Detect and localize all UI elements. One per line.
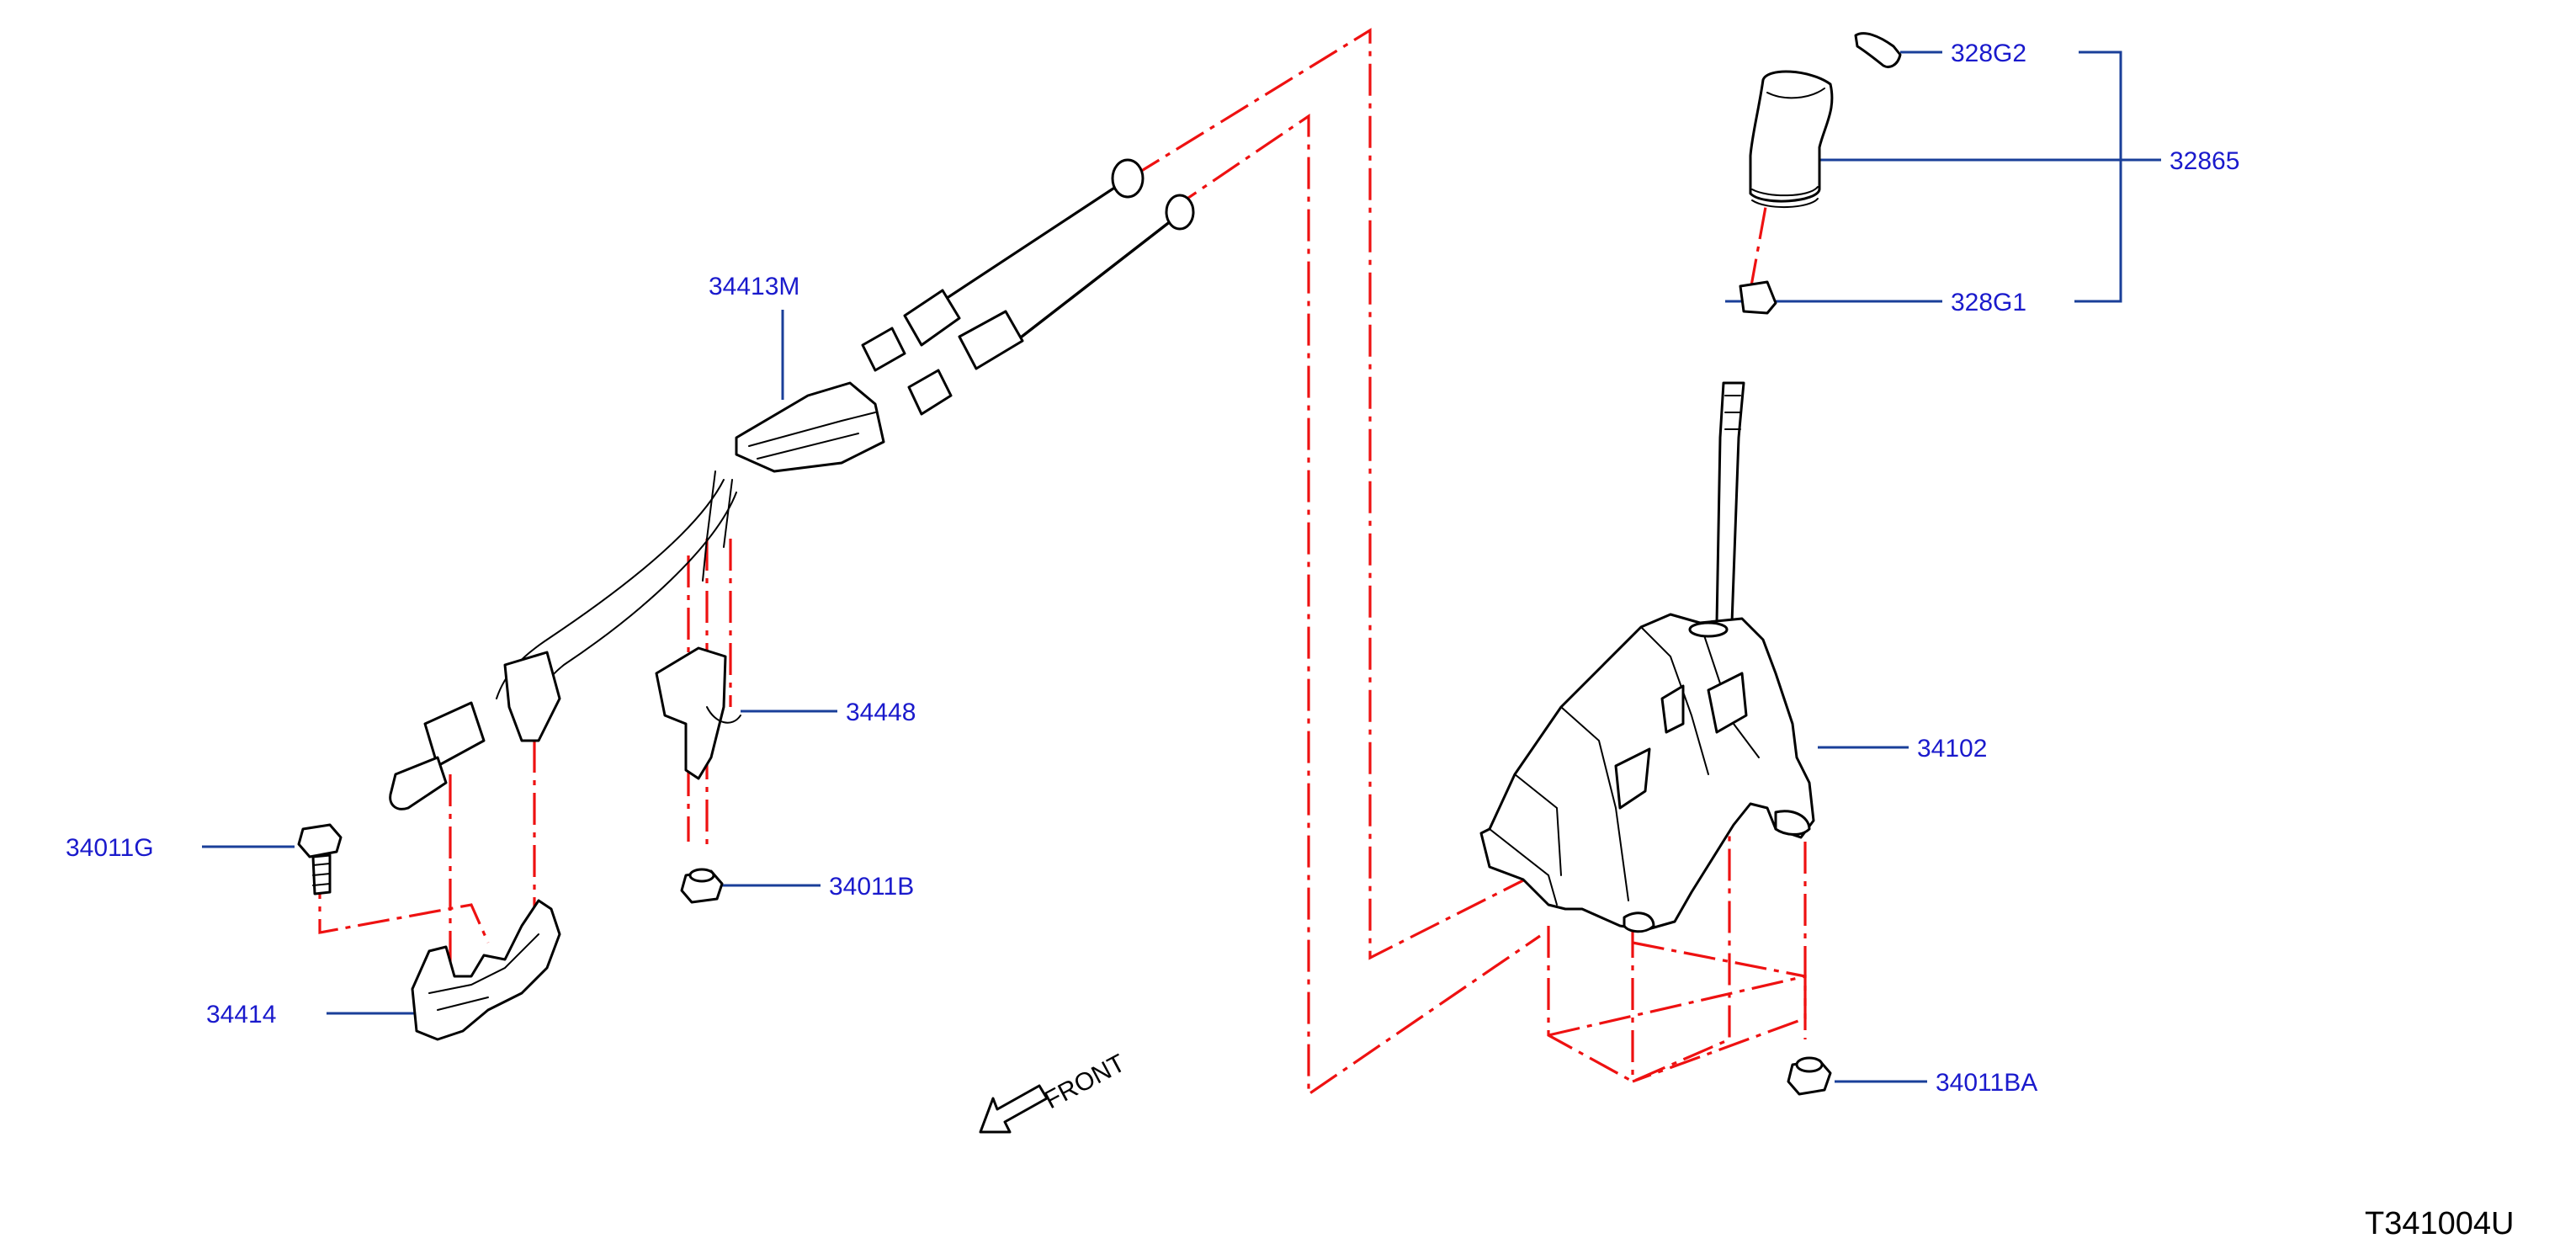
bracket-34414 bbox=[411, 899, 561, 1041]
leader-lines bbox=[202, 50, 2161, 1083]
label-34011b: 34011B bbox=[829, 873, 914, 901]
shift-cable-assembly bbox=[389, 158, 1195, 811]
label-34011g: 34011G bbox=[66, 834, 154, 862]
front-arrow bbox=[979, 1084, 1049, 1134]
label-34413m: 34413M bbox=[709, 273, 799, 300]
label-32865: 32865 bbox=[2170, 147, 2239, 175]
clip-34448 bbox=[655, 646, 741, 780]
label-34414: 34414 bbox=[206, 1001, 276, 1028]
label-34011ba: 34011BA bbox=[1936, 1069, 2037, 1097]
shift-knob-assembly bbox=[1715, 32, 1902, 624]
label-328g2: 328G2 bbox=[1951, 40, 2026, 67]
label-328g1: 328G1 bbox=[1951, 289, 2026, 316]
bolt-34011g bbox=[297, 823, 343, 896]
figure-code: T341004U bbox=[2365, 1206, 2514, 1241]
shifter-base bbox=[1479, 613, 1815, 933]
nut-34011b bbox=[680, 868, 724, 904]
label-34448: 34448 bbox=[846, 699, 916, 726]
front-label: FRONT bbox=[1040, 1050, 1130, 1115]
label-34102: 34102 bbox=[1917, 735, 1987, 763]
nut-34011ba bbox=[1787, 1056, 1832, 1096]
labels: 328G2 32865 328G1 34413M 34448 34011B 34… bbox=[66, 40, 2514, 1241]
